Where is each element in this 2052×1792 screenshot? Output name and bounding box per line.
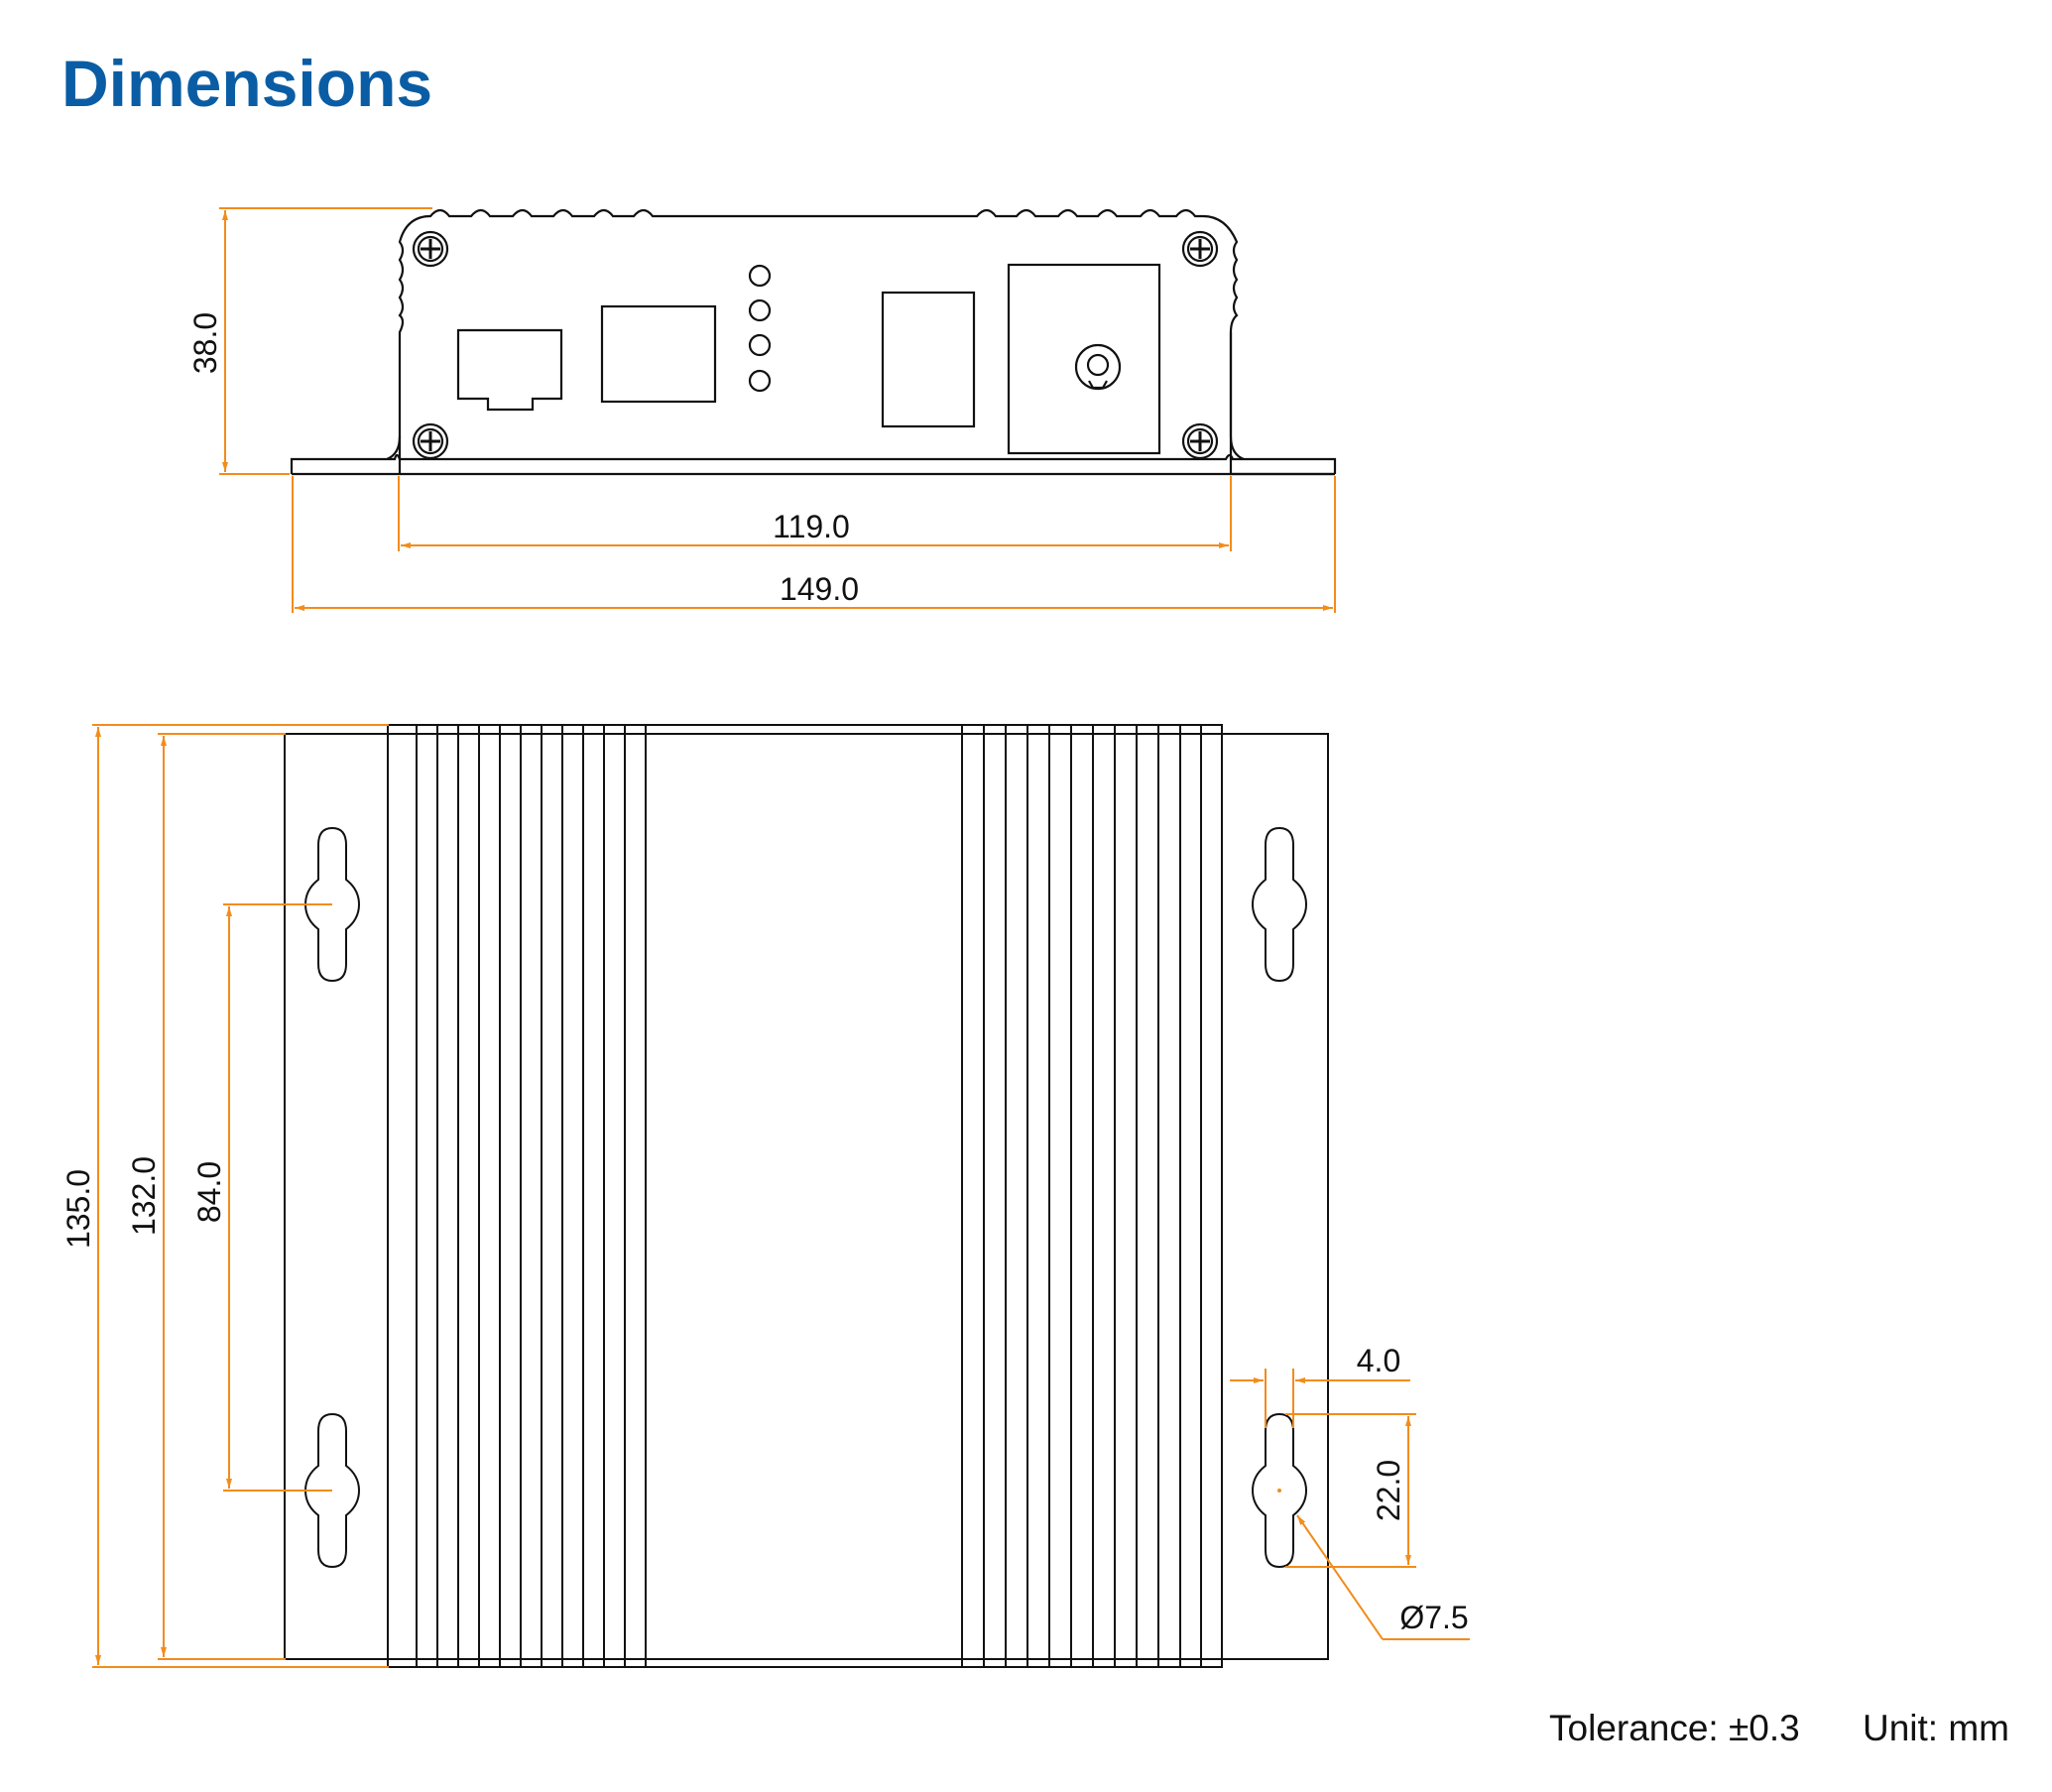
bnc-connector-icon [1074, 343, 1122, 391]
page-title: Dimensions [61, 47, 433, 120]
screw-icon [412, 422, 449, 460]
housing-outline [387, 724, 1223, 1668]
slot-width-label: 4.0 [1357, 1343, 1400, 1378]
hole-spacing-label: 84.0 [191, 1161, 227, 1223]
tolerance-label: Tolerance: ±0.3 [1549, 1708, 1800, 1748]
mounting-slot-icon [303, 826, 361, 983]
led-icon [748, 333, 772, 357]
unit-label: Unit: mm [1863, 1708, 2009, 1748]
right-fins [961, 725, 1202, 1667]
mounting-slot-icon [303, 1412, 361, 1569]
led-icon [748, 369, 772, 393]
slot-length-label: 22.0 [1371, 1460, 1406, 1521]
outer-width-label: 149.0 [780, 571, 859, 607]
inner-width-label: 119.0 [773, 509, 850, 544]
hole-diameter-leader [1296, 1514, 1384, 1640]
front-housing-body [290, 208, 1337, 476]
rj45-port-icon [456, 328, 563, 412]
height-label: 38.0 [187, 312, 223, 374]
hole-diameter-label: Ø7.5 [1399, 1600, 1468, 1635]
mounting-slot-icon [1251, 826, 1308, 983]
terminal-icon [881, 291, 976, 428]
screw-icon [1181, 230, 1219, 268]
connector-block-icon [1007, 263, 1161, 455]
front-dimensions [219, 207, 1336, 613]
top-view [284, 724, 1329, 1668]
left-fins [416, 725, 647, 1667]
mounting-slot-icon [1251, 1412, 1308, 1569]
base-plate-outline [284, 733, 1329, 1660]
screw-icon [412, 230, 449, 268]
led-icon [748, 299, 772, 322]
body-length-label: 132.0 [126, 1156, 162, 1236]
slot-center-mark [1277, 1489, 1281, 1493]
port-icon [600, 304, 717, 404]
screw-icon [1181, 422, 1219, 460]
front-view [290, 208, 1337, 476]
front-right-wall [1229, 332, 1245, 461]
top-dimensions [92, 724, 1470, 1668]
overall-length-label: 135.0 [60, 1169, 96, 1249]
led-icon [748, 264, 772, 288]
